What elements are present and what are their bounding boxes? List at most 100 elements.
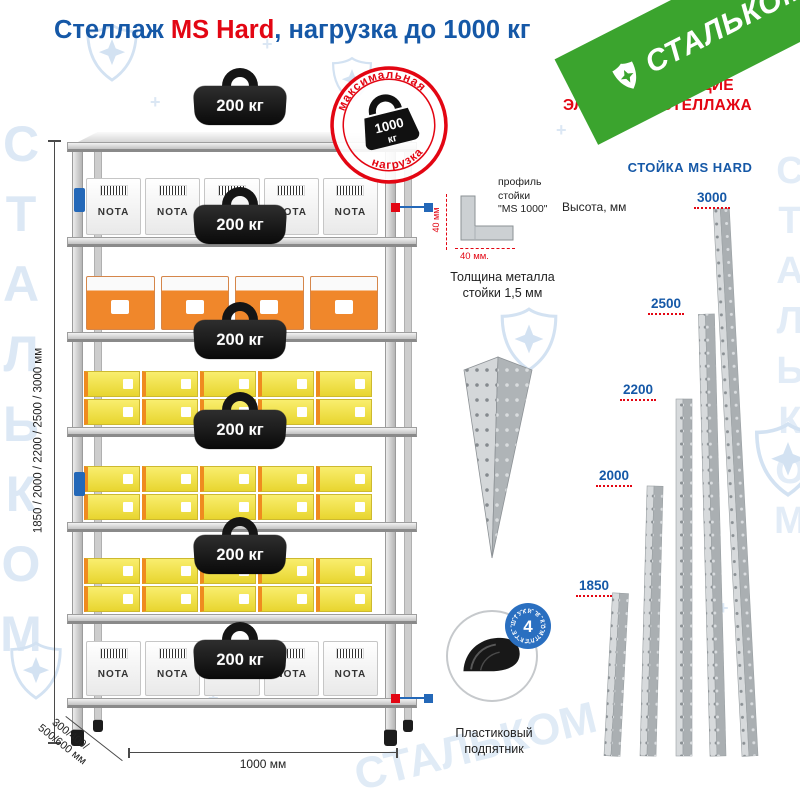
box-orange [309, 276, 378, 330]
paper-pack [258, 371, 314, 397]
paper-pack [200, 466, 256, 492]
paper-pack [84, 586, 140, 612]
profile-cross-section-icon [460, 195, 514, 241]
weight-handle-icon [222, 622, 258, 646]
paper-pack [258, 466, 314, 492]
plastic-foot-caption: Пластиковый подпятник [428, 726, 560, 757]
height-dimension-label: 1850 / 2000 / 2200 / 2500 / 3000 мм [32, 347, 45, 534]
rack-plastic-foot [384, 730, 397, 746]
anchor-marker-blue-top [424, 203, 433, 212]
badge-count: 4 [523, 617, 533, 636]
paper-pack [200, 586, 256, 612]
sparkle-icon: + [718, 598, 729, 618]
barcode-icon [158, 185, 187, 196]
box-nota: NOTA [86, 641, 142, 696]
width-dimension-label: 1000 мм [239, 757, 287, 771]
barcode-icon [277, 185, 306, 196]
post-height-label-2200: 2200 [620, 382, 657, 401]
profile-name-line2: стойки [498, 189, 531, 202]
stamp-unit: кг [387, 133, 399, 146]
watermark-shield-icon [10, 641, 62, 700]
rack-top-shelf-surface [74, 132, 410, 144]
width-dimension-line [128, 748, 398, 758]
profile-name-line1: профиль [498, 176, 542, 188]
thickness-line2: стойки 1,5 мм [462, 285, 543, 300]
paper-pack [258, 586, 314, 612]
box-brand-label: NOTA [275, 207, 307, 218]
title-part: , нагрузка до 1000 кг [274, 16, 531, 44]
barcode-icon [158, 648, 187, 659]
paper-pack [142, 399, 198, 425]
paper-pack [142, 558, 198, 584]
paper-pack [316, 558, 372, 584]
rack-plastic-foot [93, 720, 103, 732]
foot-caption-line2: подпятник [464, 741, 524, 756]
foot-caption-line1: Пластиковый [455, 726, 533, 740]
anchor-marker-blue-bottom [424, 694, 433, 703]
post-1850 [603, 592, 629, 757]
components-subheader: СТОЙКА MS HARD [627, 160, 753, 175]
load-label: 200 кг [216, 420, 264, 439]
box-brand-label: NOTA [97, 669, 130, 680]
brand-logo: СТАЛЬКОМ [554, 0, 800, 145]
title-model: MS Hard [170, 16, 275, 44]
load-label: 200 кг [216, 545, 264, 564]
profile-dim-line-vertical [446, 194, 447, 250]
load-weight: 200 кг [192, 302, 288, 360]
weight-handle-icon [222, 392, 258, 416]
watermark-text-left: СТАЛЬКОМ [0, 116, 49, 676]
sparkle-icon: + [556, 120, 567, 140]
box-nota: NOTA [145, 178, 201, 235]
quantity-badge: ШТУКИ В КОМПЛЕКТЕ 4 [504, 602, 552, 650]
blue-sticker [74, 472, 85, 496]
paper-pack [316, 371, 372, 397]
shelf-boxes-row-5 [84, 557, 382, 612]
post-height-label-3000: 3000 [694, 190, 731, 209]
box-brand-label: NOTA [334, 669, 367, 680]
box-nota: NOTA [145, 641, 201, 696]
paper-pack [142, 371, 198, 397]
load-label: 200 кг [216, 215, 264, 234]
barcode-icon [336, 185, 365, 196]
barcode-icon [99, 648, 128, 659]
rack-photo: NOTA NOTA NOTA NOTA NOTA NOTA NOTA NOT [67, 68, 417, 758]
post-3000 [713, 208, 759, 757]
load-weight: 200 кг [192, 517, 288, 575]
weight-handle-icon [222, 68, 258, 92]
weight-handle-icon [222, 187, 258, 211]
rack-shelf [67, 698, 417, 708]
paper-pack [142, 466, 198, 492]
sparkle-icon: + [262, 34, 273, 54]
paper-pack [142, 494, 198, 520]
profile-name: профиль стойки "MS 1000" [498, 176, 547, 217]
anchor-marker-red-bottom [391, 694, 400, 703]
rack-plastic-foot [71, 730, 84, 746]
post-height-label-1850: 1850 [576, 578, 613, 597]
anchor-marker-red-top [391, 203, 400, 212]
corner-posts-lineup-image [603, 208, 759, 757]
paper-pack [84, 494, 140, 520]
paper-pack [84, 558, 140, 584]
stamp-kettlebell-icon: 1000 кг [364, 94, 420, 151]
load-label: 200 кг [216, 330, 264, 349]
paper-pack [316, 586, 372, 612]
post-2000 [639, 485, 664, 757]
height-dimension-line [48, 140, 61, 744]
load-weight: 200 кг [192, 392, 288, 450]
max-load-stamp: максимальная нагрузка 1000 кг [315, 51, 463, 199]
blue-sticker [74, 188, 85, 212]
title-part: Стеллаж [54, 16, 171, 44]
box-nota: NOTA [86, 178, 142, 235]
paper-pack [200, 494, 256, 520]
barcode-icon [336, 648, 365, 659]
paper-pack [84, 371, 140, 397]
box-nota: NOTA [322, 178, 379, 235]
paper-pack [258, 494, 314, 520]
post-height-label-2500: 2500 [648, 296, 685, 315]
weight-handle-icon [222, 302, 258, 326]
paper-pack [316, 399, 372, 425]
barcode-icon [99, 185, 128, 196]
logo-shield-icon [612, 61, 637, 89]
box-brand-label: NOTA [97, 207, 130, 218]
